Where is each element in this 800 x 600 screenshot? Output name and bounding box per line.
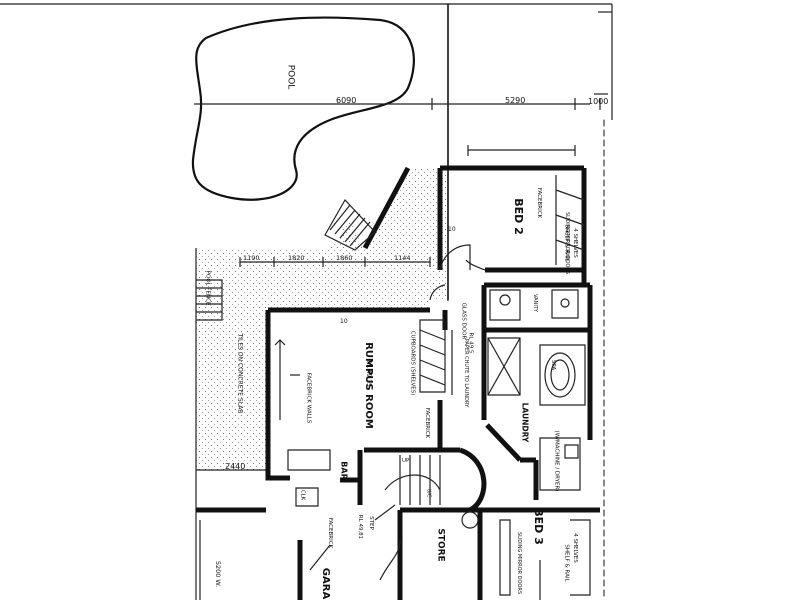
note-cupboards-shelves: CUPBOARDS (SHELVES): [409, 330, 416, 396]
room-label-bed3: BED 3: [531, 508, 545, 545]
note-facebrick-right: FACEBRICK: [424, 407, 431, 439]
dimension-1000: 1000: [588, 97, 609, 106]
note-glass-door: GLASS DOOR: [460, 302, 467, 340]
room-label-laundry: LAUNDRY: [520, 402, 530, 443]
paved-deck: [196, 168, 448, 470]
dimension-2440: 2440: [225, 462, 246, 471]
note-tiles-on-concrete-slab: TILES ON CONCRETE SLAB: [236, 333, 244, 414]
dimension-1860: 1860: [336, 254, 353, 262]
note-wm-dryer: (W/MACHINE / DRYER): [553, 430, 560, 492]
dimension-1144: 1144: [394, 254, 411, 262]
dimension-1190: 1190: [243, 254, 260, 262]
note-ten-2: 10: [340, 318, 348, 325]
dimension-1820: 1820: [288, 254, 305, 262]
room-label-bar: BAR: [339, 461, 349, 480]
bed3-walls: [461, 507, 600, 600]
pool-steps: [196, 279, 223, 321]
dimension-5200: 5200 W.: [214, 560, 223, 588]
note-rumpus-rl: RL 49.35: [364, 360, 372, 387]
note-ten: 10: [448, 226, 456, 233]
note-step: STEP: [367, 516, 374, 530]
dimension-5290: 5290: [505, 96, 526, 105]
bathroom-block: [481, 282, 593, 440]
note-up: UP: [402, 458, 410, 464]
note-uc: U/C: [425, 488, 432, 498]
note-slr-facebrick: FACEBRICK: [327, 517, 334, 549]
note-spa: SPA: [550, 359, 557, 371]
pool-outline: [191, 16, 415, 201]
note-facebrick-walls: FACEBRICK WALLS: [305, 372, 312, 424]
note-rl-49-81: RL 49.81: [357, 514, 364, 540]
note-shelf-rail-2: SHELF & RAIL: [563, 544, 570, 582]
bed2-door-swing: [439, 244, 471, 271]
note-four-shelves: 4 SHELVES: [571, 228, 578, 258]
note-four-shelves-2: 4 SHELVES: [571, 533, 578, 563]
laundry-walls: [485, 423, 581, 500]
bed2-walls: [437, 168, 587, 285]
room-label-pool: POOL: [285, 64, 296, 90]
bar-counter: [287, 449, 331, 471]
note-vanity: VANITY: [531, 294, 538, 312]
note-clk: CLK: [299, 489, 306, 501]
rumpus-room-walls: [265, 307, 448, 505]
garage-walls: [196, 507, 331, 600]
note-paper-chute: PAPER CHUTE TO LAUNDRY: [463, 338, 470, 408]
note-pool-fence: POOL FENCE: [204, 270, 211, 306]
dimension-6090: 6090: [336, 96, 357, 105]
room-label-store: STORE: [435, 528, 446, 562]
clk-box: [295, 487, 319, 507]
stair: [364, 447, 487, 521]
note-sliding-mirror-doors: SLIDING MIRROR DOORS: [564, 211, 571, 275]
note-sliding-mirror-doors-2: SLIDING MIRROR DOORS: [516, 531, 523, 595]
room-label-garage: GARA: [320, 567, 332, 600]
top-dimension-line: [194, 93, 608, 110]
room-label-bed2: BED 2: [511, 198, 525, 235]
note-facebrick-top: FACEBRICK: [536, 187, 543, 219]
